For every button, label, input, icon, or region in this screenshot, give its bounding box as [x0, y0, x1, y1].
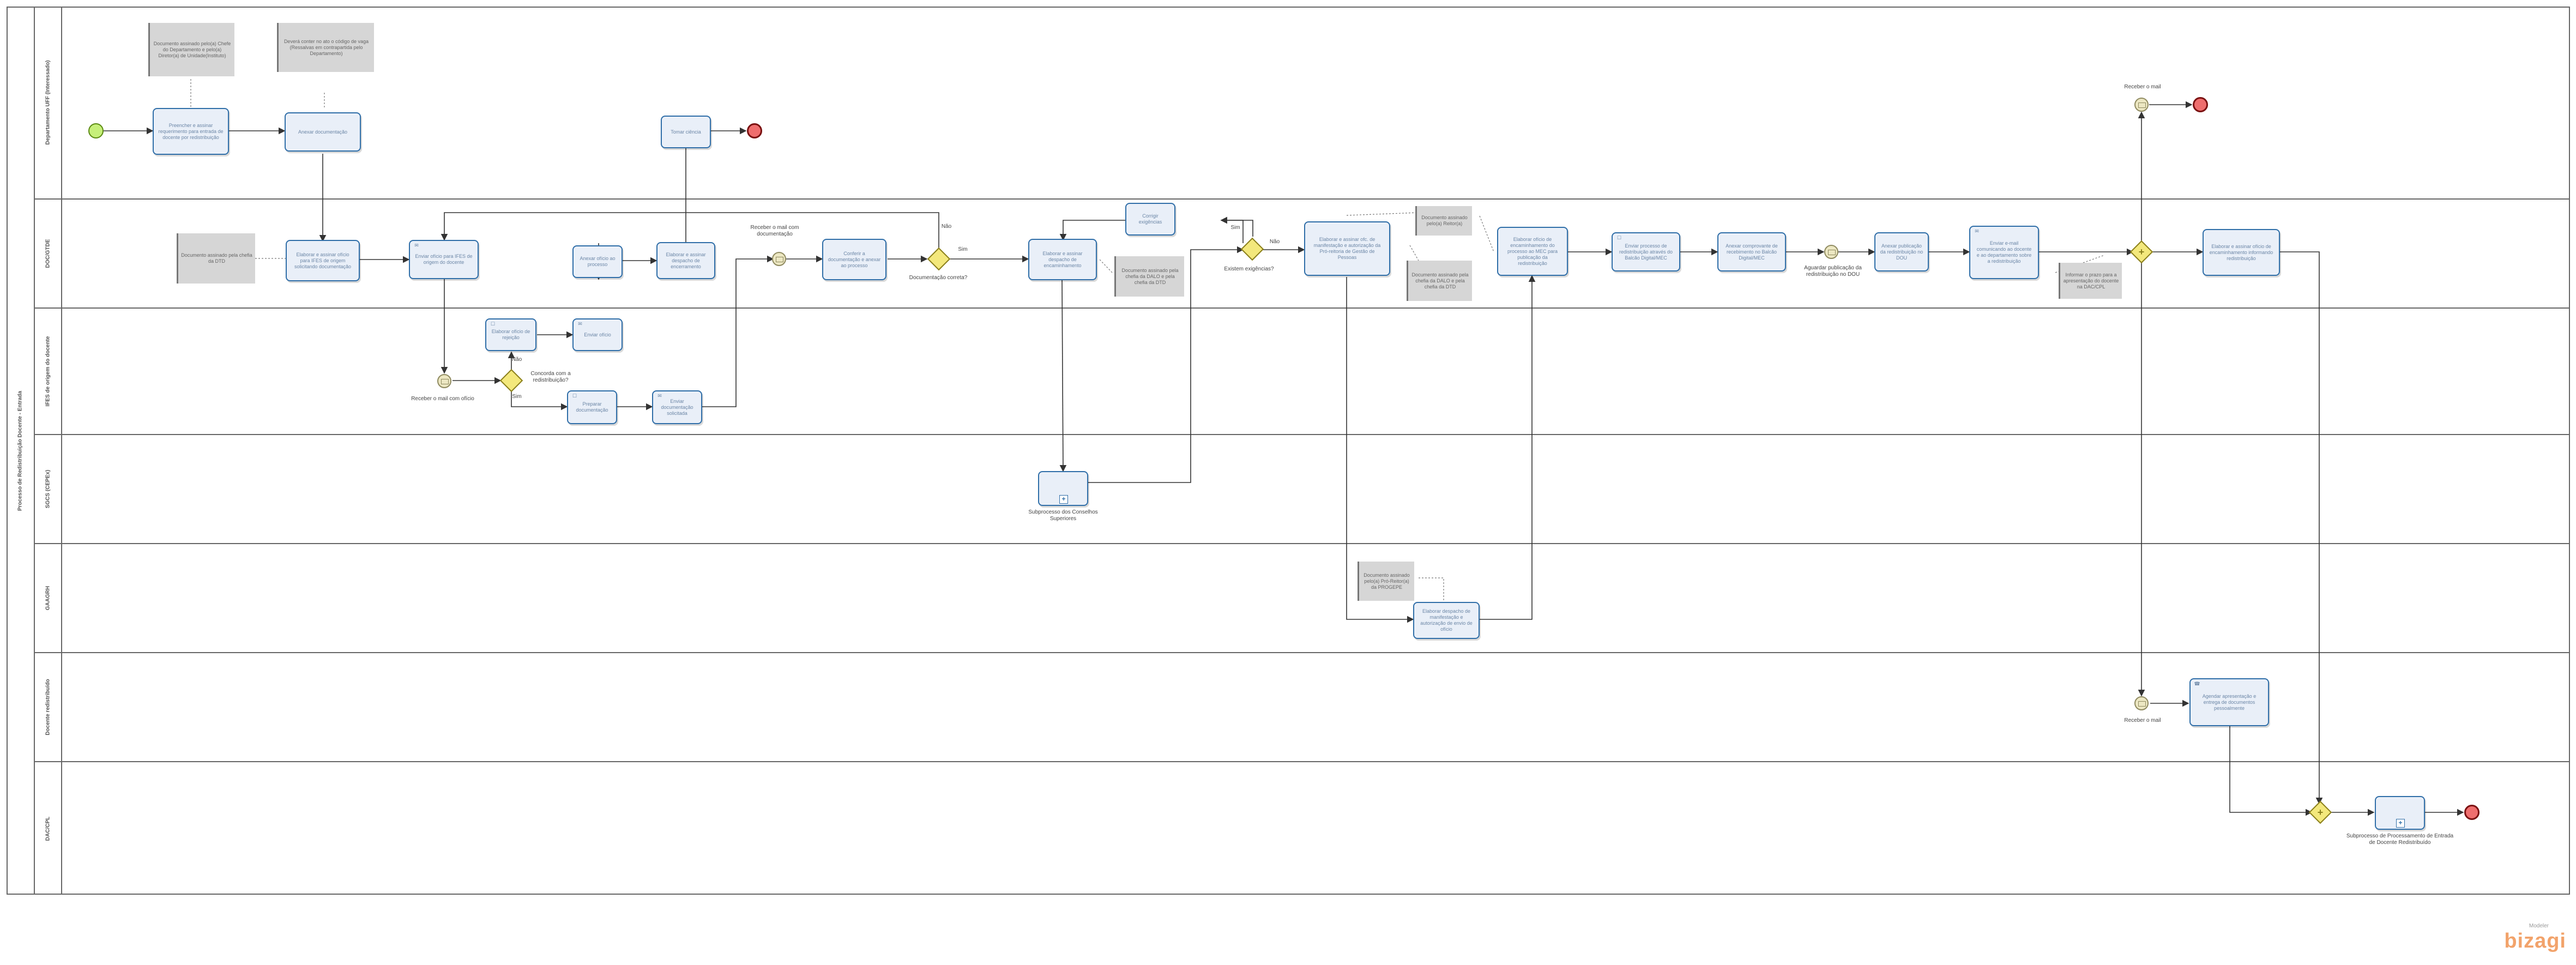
task[interactable]: Tomar ciência	[661, 116, 711, 148]
end-event[interactable]	[2464, 805, 2480, 820]
flow	[1480, 275, 1536, 620]
task[interactable]: Anexar comprovante de recebimento no Bal…	[1717, 232, 1786, 272]
annotation: Deverá conter no ato o código de vaga (R…	[277, 23, 374, 72]
end-event[interactable]	[2193, 97, 2208, 112]
label: Não	[941, 224, 952, 230]
task[interactable]: ☐Preparar documentação	[567, 390, 617, 424]
association	[1479, 215, 1494, 252]
bizagi-logo: bizagi	[2504, 930, 2566, 952]
pool-label: Processo de Redistribuição Docente - Ent…	[7, 7, 35, 895]
subprocess[interactable]: +	[2375, 796, 2425, 830]
annotation: Informar o prazo para a apresentação do …	[2059, 263, 2122, 299]
task[interactable]: Elaborar e assinar ofício de encaminhame…	[2203, 229, 2280, 276]
association	[1409, 245, 1419, 261]
task[interactable]: ☎Agendar apresentação e entrega de docum…	[2189, 678, 2269, 726]
annotation: Documento assinado pela chefia da DALO e…	[1407, 261, 1472, 301]
flow	[1220, 216, 1244, 243]
lane-label-ifes-origem: IFES de origem do docente	[35, 309, 62, 435]
annotation: Documento assinado pelo(a) Chefe do Depa…	[148, 23, 234, 76]
task[interactable]: Conferir a documentação e anexar ao proc…	[822, 239, 886, 280]
label: Sim	[1230, 225, 1240, 231]
label: Não	[1269, 239, 1280, 245]
flow	[511, 389, 568, 411]
start-event[interactable]	[88, 123, 104, 138]
label: Receber o mail com ofício	[411, 396, 474, 402]
task[interactable]: ✉Enviar ofício	[572, 318, 623, 351]
flow	[1346, 277, 1414, 623]
lane-sgcs	[35, 435, 2570, 544]
association	[1099, 258, 1113, 273]
annotation: Documento assinado pelo(a) Pró-Reitor(a)…	[1358, 562, 1414, 601]
association	[1419, 577, 1444, 603]
lane-label-docente: Docente redistribuído	[35, 653, 62, 762]
label: Existem exigências?	[1224, 266, 1274, 272]
brand-tagline: Modeler	[2529, 923, 2549, 929]
flow	[2229, 725, 2313, 816]
lane-label-gaagrh: GAAGRH	[35, 544, 62, 653]
task[interactable]: Elaborar despacho de manifestação e auto…	[1413, 602, 1480, 639]
task[interactable]: Elaborar e assinar despacho de encaminha…	[1028, 239, 1097, 280]
task[interactable]: Preencher e assinar requerimento para en…	[153, 108, 229, 155]
annotation: Documento assinado pela chefia da DALO e…	[1114, 256, 1184, 297]
label: Aguardar publicação da redistribuição no…	[1804, 265, 1862, 278]
flow	[1059, 278, 1067, 472]
label: Concorda com a redistribuição?	[530, 371, 571, 383]
task[interactable]: ✉Enviar ofício para IFES de origem do do…	[409, 240, 479, 279]
lane-ifes-origem	[35, 309, 2570, 435]
label: Sim	[958, 246, 968, 252]
task[interactable]: ✉Enviar e-mail comunicando ao docente e …	[1969, 226, 2039, 279]
task[interactable]: Anexar documentação	[285, 112, 361, 152]
label: Sim	[512, 394, 522, 400]
task[interactable]: Corrigir exigências	[1125, 203, 1175, 236]
label: Receber o mail	[2124, 84, 2161, 90]
label: Receber o mail	[2124, 717, 2161, 723]
task[interactable]: Anexar publicação da redistribuição no D…	[1874, 232, 1929, 272]
label: Documentação correta?	[909, 275, 968, 281]
task[interactable]: Elaborar e assinar despacho de encerrame…	[656, 242, 715, 279]
end-event[interactable]	[747, 123, 762, 138]
flow	[702, 255, 774, 407]
task[interactable]: Elaborar ofício de encaminhamento do pro…	[1497, 227, 1568, 276]
intermediate-message-event[interactable]	[2134, 98, 2149, 112]
intermediate-message-event[interactable]	[2134, 696, 2149, 710]
task[interactable]: Elaborar e assinar ofc. de manifestação …	[1304, 221, 1390, 276]
lane-docente	[35, 653, 2570, 762]
label: Não	[511, 357, 522, 363]
annotation: Documento assinado pelo(a) Reitor(a)	[1415, 206, 1472, 236]
task[interactable]: ☐Elaborar ofício de rejeição	[485, 318, 536, 351]
task[interactable]: ✉Enviar documentação solicitada	[652, 390, 702, 424]
flow	[1087, 246, 1244, 483]
intermediate-message-event[interactable]	[437, 374, 451, 388]
pool	[7, 7, 2570, 895]
lane-departamento	[35, 7, 2570, 200]
flow	[441, 212, 939, 250]
association	[1346, 212, 1447, 216]
lane-label-departamento: Departamento UFF (Interessado)	[35, 7, 62, 200]
label: Receber o mail com documentação	[750, 225, 799, 237]
lane-gaagrh	[35, 544, 2570, 653]
lane-label-doc-gtde: DOC/GTDE	[35, 200, 62, 309]
lane-doc-gtde	[35, 200, 2570, 309]
association	[2055, 255, 2105, 273]
task[interactable]: ☐Enviar processo de redistribuição atrav…	[1612, 232, 1680, 272]
lane-label-sgcs: SGCS (CEPEx)	[35, 435, 62, 544]
intermediate-timer-event[interactable]	[1824, 245, 1838, 259]
label: Subprocesso de Processamento de Entrada …	[2346, 833, 2454, 846]
label: Subprocesso dos Conselhos Superiores	[1028, 509, 1098, 522]
task[interactable]: Anexar ofício ao processo	[572, 245, 623, 278]
task[interactable]: Elaborar e assinar ofício para IFES de o…	[286, 240, 360, 281]
lane-label-dac-cpl: DAC/CPL	[35, 762, 62, 895]
flow	[2280, 251, 2323, 805]
annotation: Documento assinado pela chefia da DTD	[177, 233, 255, 284]
subprocess[interactable]: +	[1038, 471, 1088, 506]
intermediate-message-event[interactable]	[772, 252, 786, 266]
flow	[1220, 216, 1253, 237]
